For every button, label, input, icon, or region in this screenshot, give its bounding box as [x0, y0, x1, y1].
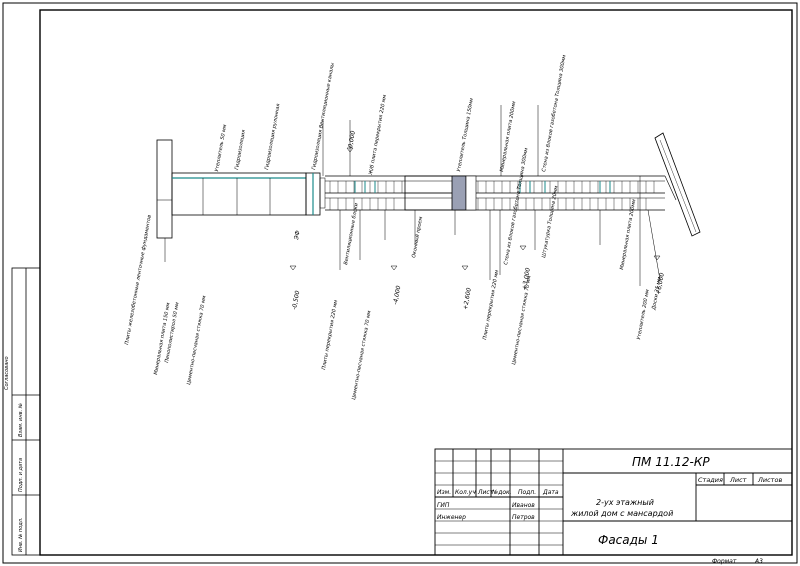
strip-label-agreed: Согласовано [4, 356, 10, 390]
note-boards-35: Доски 35 мм [651, 277, 663, 312]
note-gasblock-wall-a: Стена из блоков газобетона Толщина 300мм [541, 54, 568, 172]
tb-project-line2: жилой дом с мансардой [570, 509, 673, 518]
elev-plus-2600: +2,600 [462, 287, 473, 310]
note-hydroisolation: Гидроизоляция [234, 129, 247, 170]
elev-plus-6000: +6,000 [655, 272, 666, 295]
elev-0000: 0,000 [347, 130, 357, 148]
tb-role-engineer: Инженер [437, 514, 466, 521]
note-plaster-20: Штукатурка Толщина 20мм [541, 185, 560, 258]
tb-sheet-name: Фасады 1 [598, 533, 659, 547]
note-window-opening: Оконный проем [411, 216, 424, 258]
note-cement-screed-center: Цементно-песчаная стяжка 70 мм [351, 310, 373, 400]
note-gasblock-wall-b: Стена из блоков газобетона Толщина 300мм [503, 147, 530, 265]
tb-col-date: Дата [542, 489, 559, 496]
tb-col-kol: Кол.уч [455, 489, 476, 496]
note-foundation-plates: Плиты железобетонные ленточные фундамент… [124, 214, 153, 345]
note-insulation-150: Утеплитель Толщина 150мм [456, 97, 475, 172]
teal-insulation-marks [354, 181, 611, 193]
note-mineral-200-a: Минеральная плита 200мм [499, 101, 517, 173]
note-cement-screed: Цементно-песчаная стяжка 70 мм [186, 295, 208, 385]
note-vent-blocks: Вентиляционные блоки [343, 202, 360, 265]
strip-label-replace-inv: Взам. инв. № [18, 403, 24, 437]
elevation-ticks [289, 147, 661, 271]
note-vent-channels: Гидроизоляция Вентиляционные каналы [311, 62, 336, 170]
wall-block-gray [451, 175, 477, 211]
elev-ef: ЭФ [293, 230, 302, 241]
note-slabs-220-right: Плиты перекрытия 220 мм [482, 269, 500, 340]
note-hydro-roll: Гидроизоляция рулонная [264, 103, 282, 170]
title-block-grid [434, 448, 793, 556]
tb-role-gip: ГИП [437, 502, 450, 509]
note-insulation-50: Утеплитель 50 мм [214, 124, 228, 173]
tb-format-label: Формат [712, 558, 737, 565]
tb-col-list: Лист [477, 489, 494, 496]
tb-stage-label: Стадия [698, 476, 723, 484]
elev-minus-0500: -0,500 [291, 290, 301, 310]
strip-label-inv-orig: Инв. № подл. [18, 518, 24, 553]
tb-sheets-label: Листов [757, 476, 782, 484]
tb-project-line1: 2-ух этажный [596, 498, 654, 507]
tb-format-value: А3 [754, 558, 763, 565]
tb-drawing-code: ПМ 11.12-КР [632, 455, 710, 469]
strip-label-sign-date: Подп. и дата [18, 458, 24, 492]
tb-col-doc: №док. [491, 489, 512, 496]
tb-name-ivanov: Иванов [512, 502, 535, 509]
tb-name-petrov: Петров [512, 514, 535, 521]
note-floor-slabs: Плиты перекрытия 220 мм [321, 299, 339, 370]
elev-minus-4000: -4,000 [392, 285, 402, 305]
tb-col-izm: Изм. [437, 489, 451, 496]
note-insulation-200: Утеплитель 200 мм [636, 289, 651, 341]
elev-plus-3000: +3,000 [521, 267, 532, 290]
sub-slab-lines [339, 176, 641, 286]
section-drawing [156, 139, 665, 262]
roof-rafter [647, 132, 701, 281]
slab-hatching [329, 181, 655, 210]
left-side-strip [11, 267, 41, 556]
tb-col-sign: Подп. [518, 489, 536, 496]
note-rc-slab: Ж/б плита перекрытия 220 мм [368, 94, 388, 176]
tb-sheet-label: Лист [729, 476, 747, 484]
